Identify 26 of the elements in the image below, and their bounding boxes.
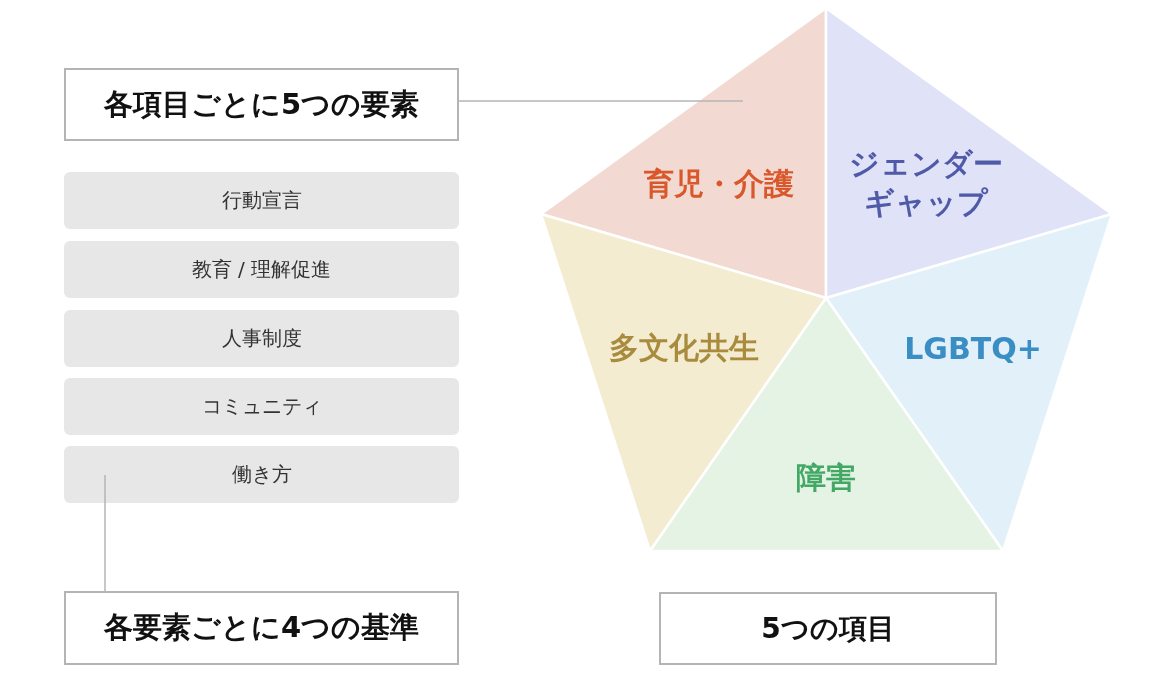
segment-label: LGBTQ+: [904, 329, 1042, 368]
callout-text: 各項目ごとに5つの要素: [103, 85, 420, 123]
element-box: [64, 310, 459, 367]
element-box: [64, 241, 459, 298]
segment-label: ジェンダーギャップ: [848, 145, 1004, 222]
segment-label: 多文化共生: [609, 328, 759, 367]
segment-label: 育児・介護: [644, 164, 794, 203]
element-box: [64, 378, 459, 435]
element-box: [64, 446, 459, 503]
leader-line: [104, 474, 106, 592]
callout-text: 5つの項目: [761, 610, 895, 647]
callout-box: [659, 592, 997, 665]
segment-label: 障害: [796, 458, 856, 497]
callout-box: [64, 68, 459, 141]
leader-line: [458, 100, 744, 102]
callout-text: 各要素ごとに4つの基準: [103, 609, 420, 646]
element-box: [64, 172, 459, 229]
element-label: 行動宣言: [221, 187, 302, 214]
element-label: コミュニティ: [201, 393, 322, 420]
element-label: 人事制度: [221, 325, 302, 352]
pentagon-segment: [541, 214, 826, 551]
pentagon-segment: [541, 8, 826, 298]
pentagon-segment: [826, 8, 1112, 298]
element-label: 教育 / 理解促進: [191, 256, 332, 283]
element-label: 働き方: [231, 461, 292, 488]
callout-box: [64, 591, 459, 665]
